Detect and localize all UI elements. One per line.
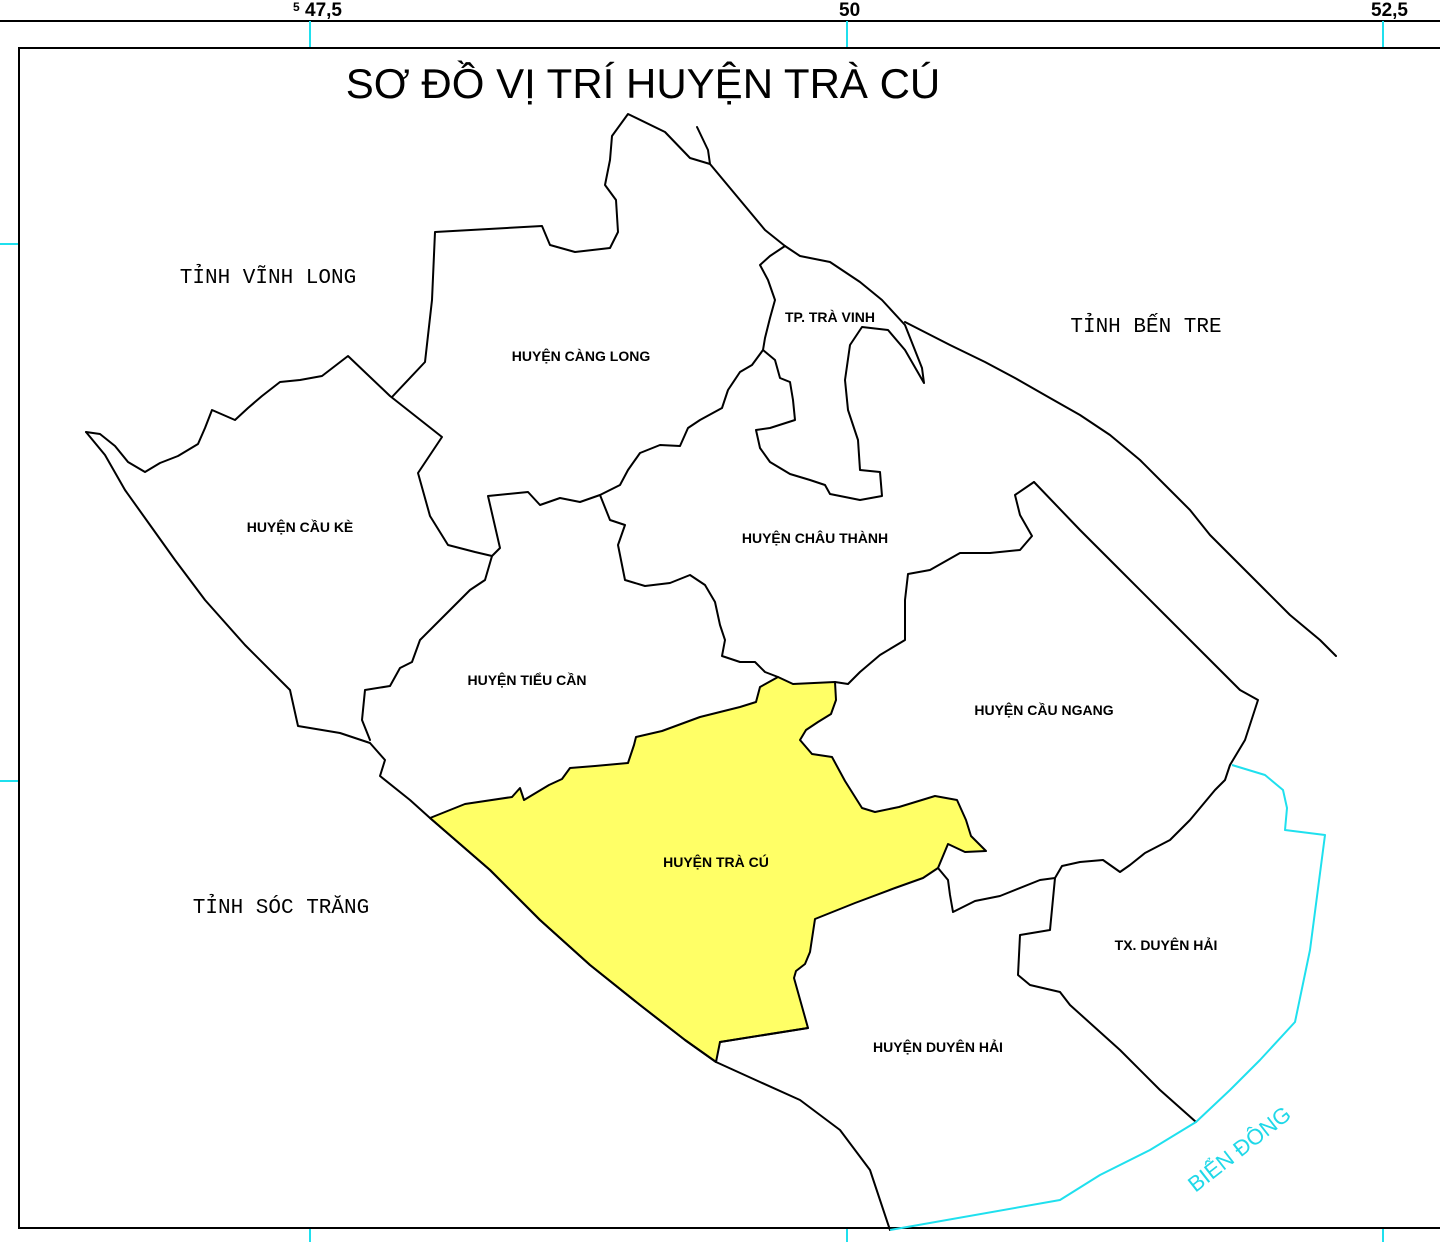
coastline bbox=[889, 764, 1326, 1231]
province-label-ben-tre: TỈNH BẾN TRE bbox=[1070, 314, 1221, 339]
province-label-vinh-long: TỈNH VĨNH LONG bbox=[180, 265, 356, 290]
grid-label-x-1: 47,5 bbox=[305, 0, 342, 21]
grid-label-superscript: 5 bbox=[293, 0, 300, 14]
district-boundaries bbox=[85, 113, 1337, 1231]
sea-label: BIỂN ĐÔNG bbox=[1183, 1101, 1296, 1197]
district-label-tx-duyen-hai[interactable]: TX. DUYÊN HẢI bbox=[1115, 936, 1218, 953]
district-label-cang-long[interactable]: HUYỆN CÀNG LONG bbox=[512, 347, 651, 364]
map-title: SƠ ĐỒ VỊ TRÍ HUYỆN TRÀ CÚ bbox=[346, 59, 941, 107]
map-frame bbox=[18, 47, 1440, 1229]
district-label-cau-ngang[interactable]: HUYỆN CẦU NGANG bbox=[974, 701, 1113, 718]
district-label-tra-vinh[interactable]: TP. TRÀ VINH bbox=[785, 309, 875, 325]
grid-label-x-3: 52,5 bbox=[1371, 0, 1408, 21]
district-area-tra-cu[interactable] bbox=[429, 676, 987, 1063]
district-label-duyen-hai[interactable]: HUYỆN DUYÊN HẢI bbox=[873, 1038, 1003, 1055]
district-label-chau-thanh[interactable]: HUYỆN CHÂU THÀNH bbox=[742, 529, 888, 546]
province-label-soc-trang: TỈNH SÓC TRĂNG bbox=[193, 895, 369, 920]
district-label-tieu-can[interactable]: HUYỆN TIỂU CẦN bbox=[467, 671, 586, 688]
district-label-cau-ke[interactable]: HUYỆN CẦU KÈ bbox=[247, 518, 354, 535]
district-label-tra-cu[interactable]: HUYỆN TRÀ CÚ bbox=[663, 853, 769, 870]
grid-label-x-2: 50 bbox=[839, 0, 860, 21]
